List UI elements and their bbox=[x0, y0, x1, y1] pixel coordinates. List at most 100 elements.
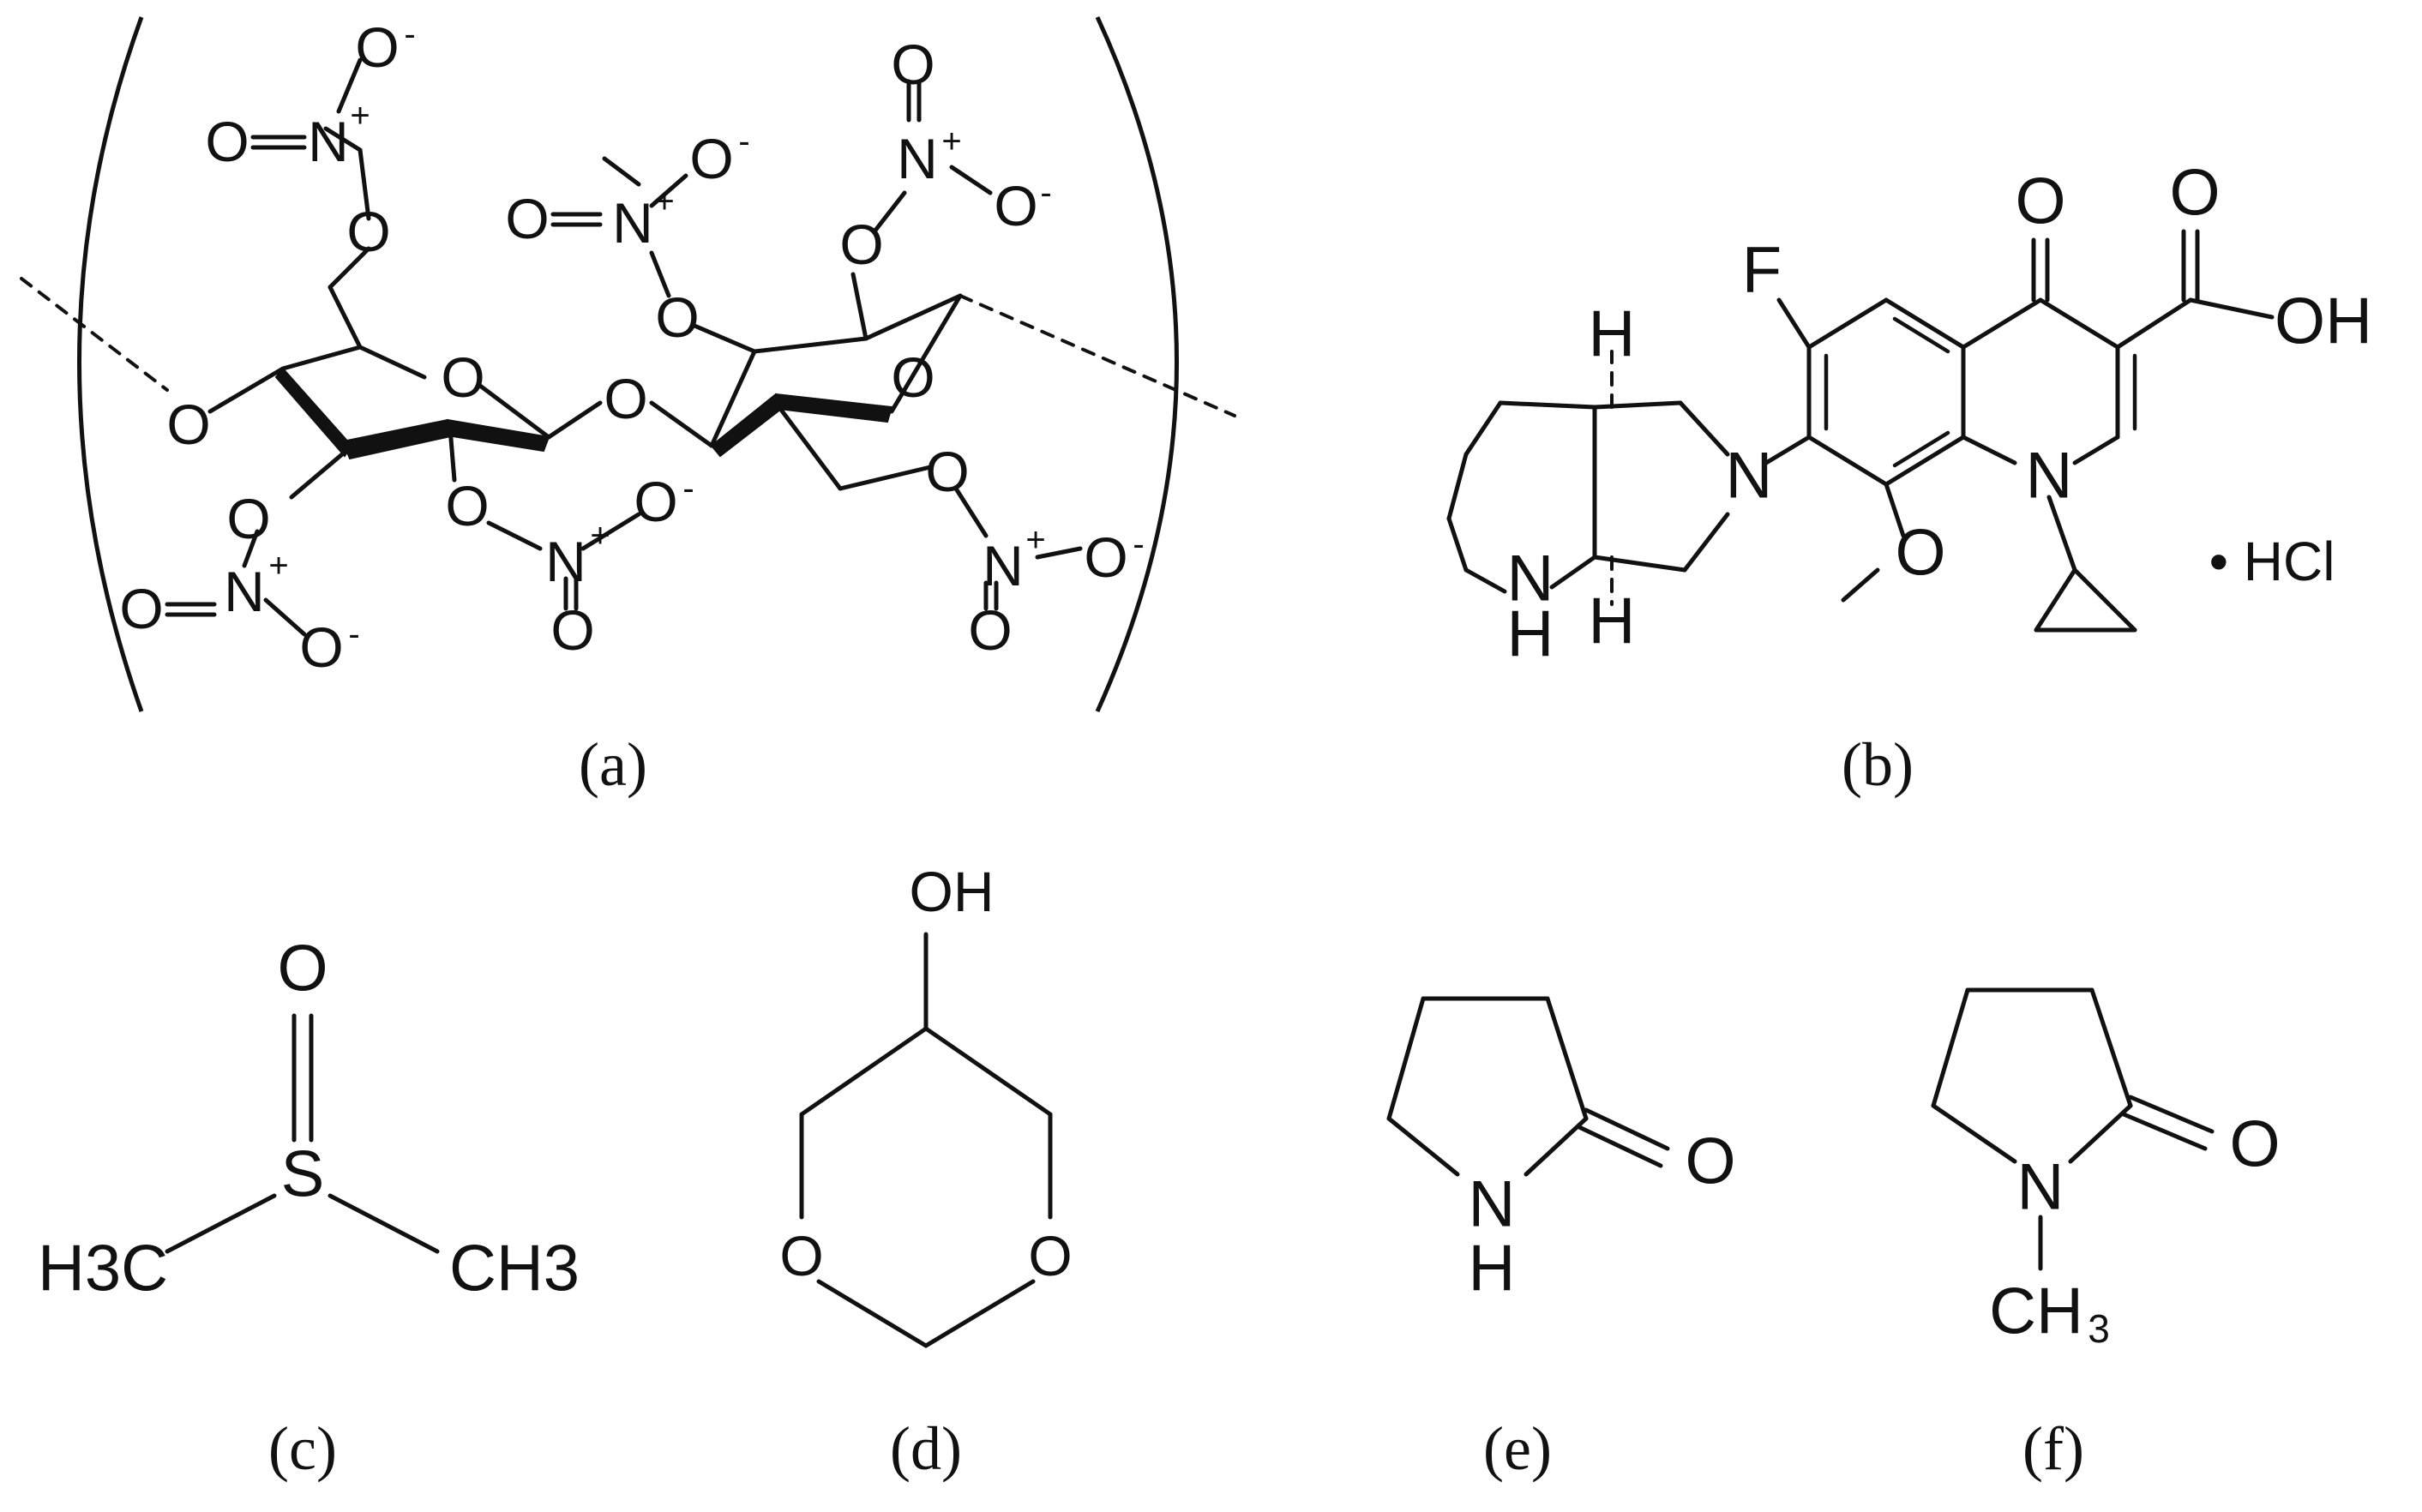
atom-label: H bbox=[1469, 1233, 1516, 1305]
atom-label: H bbox=[1507, 598, 1554, 671]
bond-line bbox=[1776, 297, 1812, 350]
bond-line bbox=[1592, 400, 1683, 410]
atom-label: O bbox=[299, 615, 343, 679]
bond-line bbox=[358, 345, 427, 380]
bond-line bbox=[1884, 435, 1966, 487]
bond-line bbox=[1931, 987, 1970, 1108]
atom-label: CH3 bbox=[449, 1233, 580, 1305]
wedge-bond bbox=[447, 418, 550, 453]
atom-label: O bbox=[550, 598, 594, 662]
atom-label: N bbox=[2026, 440, 2073, 513]
atom-label: - bbox=[738, 123, 749, 160]
atom-label: O bbox=[445, 474, 489, 537]
bond-line bbox=[336, 57, 363, 114]
bond-line bbox=[1841, 567, 1880, 603]
bond-line bbox=[289, 447, 350, 500]
panel-d-structure: OH O O bbox=[779, 860, 1073, 1348]
atom-label: O bbox=[2169, 157, 2220, 230]
bond-line bbox=[448, 426, 457, 483]
atom-label: H3C bbox=[38, 1233, 168, 1305]
bond-line bbox=[328, 285, 363, 350]
atom-label: O bbox=[1685, 1125, 1735, 1198]
bond-line bbox=[328, 246, 371, 290]
bond-line bbox=[165, 1193, 277, 1254]
right-bracket bbox=[1095, 15, 1179, 713]
atom-label: N bbox=[224, 560, 265, 623]
bond-line bbox=[949, 165, 993, 195]
bond-line bbox=[816, 1279, 929, 1348]
atom-label: N bbox=[2017, 1151, 2064, 1224]
bond-line bbox=[486, 520, 543, 551]
caption-f: (f) bbox=[2022, 1414, 2084, 1483]
bond-line bbox=[1884, 482, 1906, 538]
bond-line bbox=[1549, 555, 1597, 590]
bond-line bbox=[649, 173, 688, 208]
atom-label: O bbox=[604, 367, 647, 430]
bond-line bbox=[1682, 512, 1730, 573]
atom-label: S bbox=[281, 1138, 325, 1211]
wedge-bond bbox=[274, 367, 353, 458]
bond-line bbox=[580, 512, 641, 551]
atom-label: OH bbox=[2275, 285, 2372, 358]
atom-label: O bbox=[226, 487, 270, 550]
caption-e: (e) bbox=[1483, 1414, 1552, 1483]
bond-line bbox=[923, 1279, 1036, 1348]
caption-c: (c) bbox=[268, 1414, 337, 1483]
atom-label: O bbox=[505, 187, 549, 250]
bond-line bbox=[1584, 1107, 1670, 1151]
bond-line bbox=[1806, 435, 1889, 487]
atom-label: O bbox=[634, 470, 677, 533]
atom-label: - bbox=[682, 470, 694, 507]
bond-line bbox=[1463, 567, 1507, 594]
atom-label: N bbox=[983, 534, 1024, 597]
atom-label: O bbox=[1895, 517, 1945, 590]
atom-label: N bbox=[1469, 1168, 1516, 1241]
bond-line bbox=[953, 486, 989, 538]
bond-line bbox=[649, 250, 671, 298]
atom-label: O bbox=[655, 285, 699, 349]
atom-label: OH bbox=[910, 860, 995, 923]
bond-line bbox=[872, 190, 907, 234]
atom-label: N bbox=[897, 127, 938, 190]
bond-line bbox=[358, 147, 371, 221]
bond-line bbox=[1806, 297, 1889, 350]
atom-label: - bbox=[348, 615, 359, 653]
bond-line bbox=[1961, 297, 2043, 350]
bond-line bbox=[850, 272, 868, 341]
wedge-bond bbox=[341, 418, 456, 460]
atom-label: N bbox=[1507, 543, 1554, 615]
bond-line bbox=[2115, 297, 2193, 350]
atom-label: O bbox=[346, 200, 390, 263]
atom-label: O bbox=[689, 127, 733, 190]
atom-label: N bbox=[1726, 440, 1773, 513]
bond-line bbox=[1463, 400, 1503, 457]
caption-b: (b) bbox=[1842, 730, 1914, 799]
bond-line bbox=[2121, 1112, 2208, 1151]
atom-label: H bbox=[1589, 298, 1636, 371]
atom-label: O bbox=[277, 933, 328, 1005]
bond-line bbox=[2068, 1103, 2133, 1164]
panel-b-structure: F O O OH N N H H N H O • HCl bbox=[1446, 157, 2372, 671]
panel-e-structure: N H O bbox=[1386, 996, 1736, 1305]
bond-line bbox=[1577, 1125, 1663, 1168]
bond-line bbox=[2128, 1095, 2215, 1134]
atom-label: - bbox=[1133, 525, 1144, 563]
bond-line bbox=[546, 400, 603, 440]
bond-line bbox=[649, 400, 714, 448]
atom-label: O bbox=[891, 345, 935, 409]
atom-label: O bbox=[925, 440, 969, 503]
atom-label: O bbox=[839, 213, 883, 276]
right-chain-dash bbox=[959, 294, 1236, 417]
bond-line bbox=[1892, 316, 1950, 354]
bond-line bbox=[323, 126, 363, 153]
bond-line bbox=[863, 293, 963, 341]
panel-c-structure: O S H3C CH3 bbox=[38, 933, 580, 1305]
atom-label: O bbox=[2229, 1108, 2280, 1181]
atom-label: O bbox=[166, 393, 210, 456]
atom-label: + bbox=[654, 183, 674, 220]
bond-line bbox=[1446, 516, 1469, 573]
bond-line bbox=[709, 349, 757, 448]
atom-label: N bbox=[545, 530, 586, 593]
bond-line bbox=[799, 1026, 929, 1117]
